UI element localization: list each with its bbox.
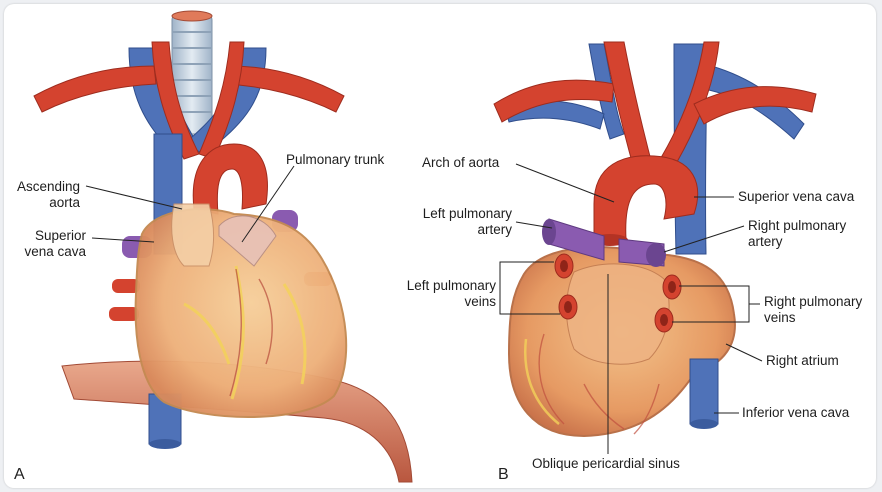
label-oblique-pericardial-sinus: Oblique pericardial sinus [532, 456, 680, 472]
label-left-pulmonary-artery-line2: artery [388, 222, 512, 238]
label-right-pulmonary-veins-line1: Right pulmonary [764, 294, 862, 310]
label-ascending-aorta-line2: aorta [4, 195, 80, 211]
label-left-pulmonary-veins-line1: Left pulmonary [374, 278, 496, 294]
label-left-pulmonary-artery-line1: Left pulmonary [388, 206, 512, 222]
label-right-pulmonary-artery-line1: Right pulmonary [748, 218, 846, 234]
label-right-atrium: Right atrium [766, 353, 839, 369]
label-left-pulmonary-veins-line2: veins [374, 294, 496, 310]
ivc-b [690, 359, 718, 424]
leader-right-atrium [726, 344, 762, 361]
label-superior-vena-cava-b: Superior vena cava [738, 189, 854, 205]
label-pulmonary-trunk: Pulmonary trunk [286, 152, 384, 168]
label-ascending-aorta-line1: Ascending [4, 179, 80, 195]
panel-a-figure [34, 11, 412, 482]
label-superior-vena-cava-a: Superior vena cava [4, 228, 86, 260]
label-left-pulmonary-veins: Left pulmonary veins [374, 278, 496, 310]
label-right-pulmonary-artery: Right pulmonary artery [748, 218, 846, 250]
figure-frame: Ascending aorta Superior vena cava Pulmo… [4, 4, 876, 488]
label-arch-of-aorta: Arch of aorta [422, 155, 499, 171]
panel-letter-a: A [14, 466, 25, 484]
label-right-pulmonary-artery-line2: artery [748, 234, 846, 250]
panel-letter-b: B [498, 466, 509, 484]
label-ascending-aorta: Ascending aorta [4, 179, 80, 211]
label-right-pulmonary-veins-line2: veins [764, 310, 862, 326]
label-right-pulmonary-veins: Right pulmonary veins [764, 294, 862, 326]
label-inferior-vena-cava: Inferior vena cava [742, 405, 849, 421]
label-left-pulmonary-artery: Left pulmonary artery [388, 206, 512, 238]
label-superior-vena-cava-a-line1: Superior [4, 228, 86, 244]
label-superior-vena-cava-a-line2: vena cava [4, 244, 86, 260]
